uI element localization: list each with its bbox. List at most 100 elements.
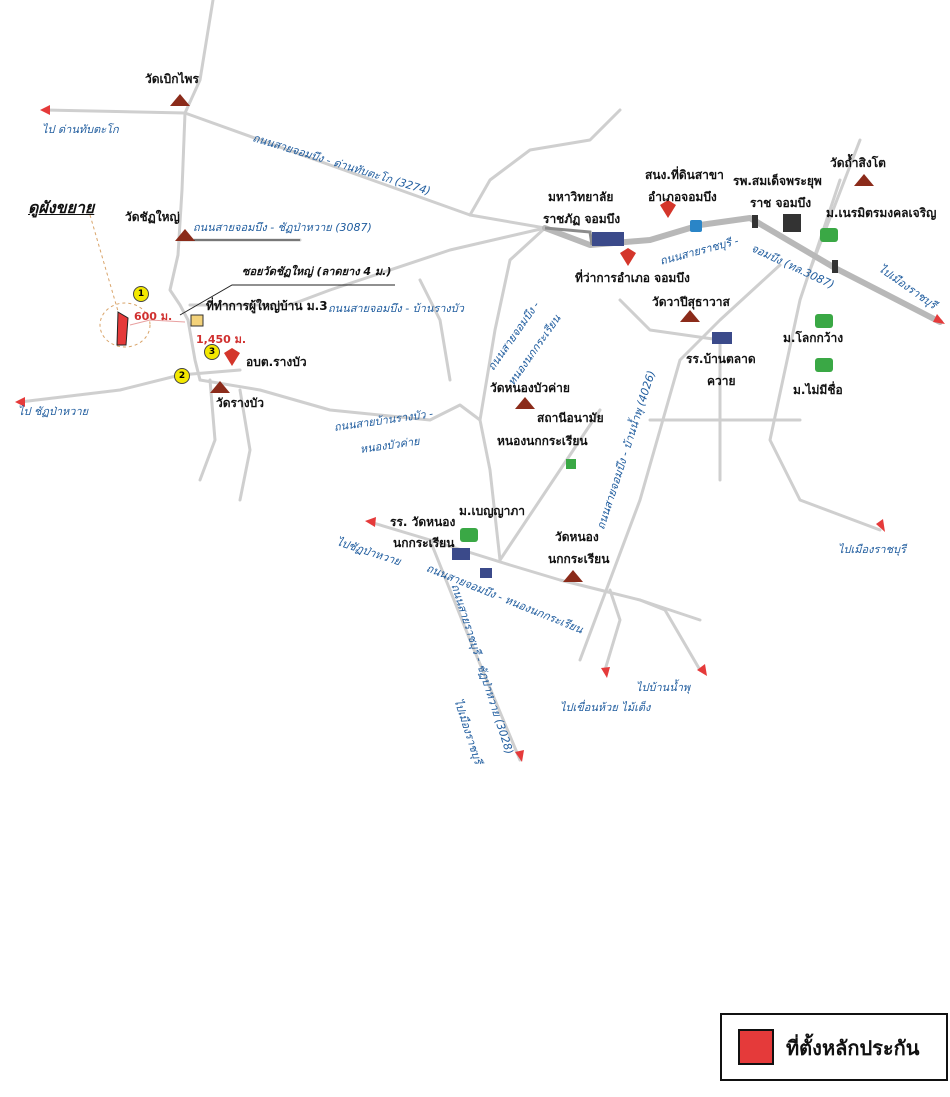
traffic-light-icon: [832, 260, 838, 273]
marker-1: 1: [133, 286, 149, 302]
school-icon: [712, 332, 732, 344]
arrow-icon: [40, 105, 50, 115]
label-wat-boek-phrai: วัดเบิกไพร: [145, 72, 199, 86]
village-icons: [460, 228, 838, 542]
label-wat-tham-sing-to: วัดถ้ำสิงโต: [830, 156, 886, 170]
distance-600-path: [129, 319, 186, 326]
legend-collateral-swatch: [738, 1029, 774, 1065]
distance-1450: 1,450 ม.: [196, 333, 247, 346]
road-wapi: [618, 298, 722, 482]
collateral-plot-icon: [116, 311, 129, 346]
village-icon: [815, 314, 833, 328]
direction-ban-nam-phu: ไปบ้านน้ำพุ: [636, 681, 691, 694]
label-village-head-office: ที่ทำการผู้ใหญ่บ้าน ม.3: [206, 299, 328, 313]
label-ban-mai-mi-chue: ม.ไม่มีชื่อ: [793, 383, 843, 397]
arrow-icon: [697, 664, 707, 676]
health-station-icon: [566, 459, 576, 469]
label-health-station-2: หนองนกกระเรียน: [497, 434, 588, 448]
traffic-light-icon: [752, 215, 758, 228]
direction-mueang-ratchaburi-se: ไปเมืองราชบุรี: [838, 543, 906, 556]
temple-icon: [210, 381, 230, 393]
road-left-south2: [238, 388, 252, 502]
direction-arrows: [15, 105, 945, 762]
label-wat-rang-bua: วัดรางบัว: [216, 396, 264, 410]
road-east-north: [808, 138, 862, 272]
temple-icon: [175, 229, 195, 241]
land-office-icon: [690, 220, 702, 232]
arrow-icon: [365, 517, 376, 527]
school-icons: [452, 232, 732, 578]
soi-leader-line: [179, 284, 395, 316]
bus-icon: [480, 568, 492, 578]
house-icon: [190, 314, 204, 327]
university-road: [544, 226, 594, 246]
direction-huai-mai-teng: ไปเขื่อนห้วย ไม้เต็ง: [560, 701, 651, 714]
garuda-icons: [224, 200, 676, 366]
direction-dan-thap-tako: ไป ด่านทับตะโก: [42, 123, 119, 136]
label-school-nong-1: รร. วัดหนอง: [390, 515, 456, 529]
label-university-2: ราชภัฏ จอมบึง: [543, 212, 621, 226]
label-wat-chat-yai: วัดชัฏใหญ่: [125, 210, 180, 224]
label-ban-benya: ม.เบญญาภา: [459, 504, 526, 518]
garuda-icon: [224, 348, 240, 366]
road-huai: [603, 588, 622, 672]
road-label-rang-bua: ถนนสายจอมบึง - บ้านรางบัว: [328, 302, 464, 315]
village-icon: [815, 358, 833, 372]
label-hospital-1: รพ.สมเด็จพระยุพ: [733, 174, 822, 188]
label-aobt-rang-bua: อบต.รางบัว: [246, 355, 307, 369]
arrow-icon: [15, 397, 25, 407]
label-wat-nong-1: วัดหนอง: [555, 530, 599, 544]
label-land-office-2: อำเภอจอมบึง: [648, 190, 717, 204]
label-district-office: ที่ว่าการอำเภอ จอมบึง: [575, 271, 690, 285]
garuda-icon: [660, 200, 676, 218]
road-left-south: [198, 378, 217, 482]
label-school-nong-2: นกกระเรียน: [393, 536, 455, 550]
road-4026: [578, 263, 782, 662]
label-health-station-1: สถานีอนามัย: [537, 411, 604, 425]
marker-3: 3: [204, 344, 220, 360]
road-health: [498, 408, 602, 562]
enlarge-outline: [89, 214, 151, 348]
road-north-vertical: [168, 0, 215, 382]
label-wat-wapi: วัดวาปีสุธาวาส: [652, 295, 730, 309]
temple-icon: [515, 397, 535, 409]
label-ban-nermit: ม.เนรมิตรมงคลเจริญ: [826, 206, 937, 220]
label-school-talat-2: ควาย: [707, 374, 736, 388]
marker-2: 2: [174, 368, 190, 384]
temple-icon: [854, 174, 874, 186]
enlarge-plan-title: ดูผังขยาย: [28, 198, 95, 217]
road-nam-phu: [638, 598, 702, 672]
temple-icon: [563, 570, 583, 582]
arrow-icon: [601, 667, 610, 678]
road-label-soi: ซอยวัดชัฏใหญ่ (ลาดยาง 4 ม.): [242, 265, 392, 278]
road-inner-west: [418, 278, 452, 382]
label-school-talat-1: รร.บ้านตลาด: [686, 352, 756, 366]
label-wat-nong-2: นกกระเรียน: [548, 552, 610, 566]
label-ban-lok-kwang: ม.โลกกว้าง: [783, 331, 844, 345]
label-university-1: มหาวิทยาลัย: [548, 190, 614, 204]
temple-icon: [680, 310, 700, 322]
road-north-loop: [468, 108, 622, 217]
label-hospital-2: ราช จอมบึง: [750, 196, 812, 210]
garuda-icon: [620, 248, 636, 266]
label-land-office-1: สนง.ที่ดินสาขา: [645, 168, 724, 182]
arrow-icon: [876, 519, 885, 532]
legend: ที่ตั้งหลักประกัน: [720, 1013, 948, 1081]
distance-600: 600 ม.: [134, 310, 173, 323]
road-rang-bua-nong-bua: [198, 378, 482, 422]
road-rang-bua: [188, 226, 547, 307]
road-label-3087: ถนนสายจอมบึง - ชัฏป่าหวาย (3087): [193, 221, 372, 234]
school-icon: [452, 548, 470, 560]
university-icon: [592, 232, 624, 246]
village-icon: [460, 528, 478, 542]
road-3028: [428, 538, 522, 762]
arrow-icon: [515, 750, 524, 762]
temple-icons: [170, 94, 874, 582]
hospital-icon: [783, 214, 801, 232]
road-nong-nok: [478, 226, 547, 562]
legend-label: ที่ตั้งหลักประกัน: [786, 1036, 920, 1060]
road-3274: [43, 108, 547, 230]
label-wat-nong-bua-khai: วัดหนองบัวค่าย: [490, 381, 570, 395]
